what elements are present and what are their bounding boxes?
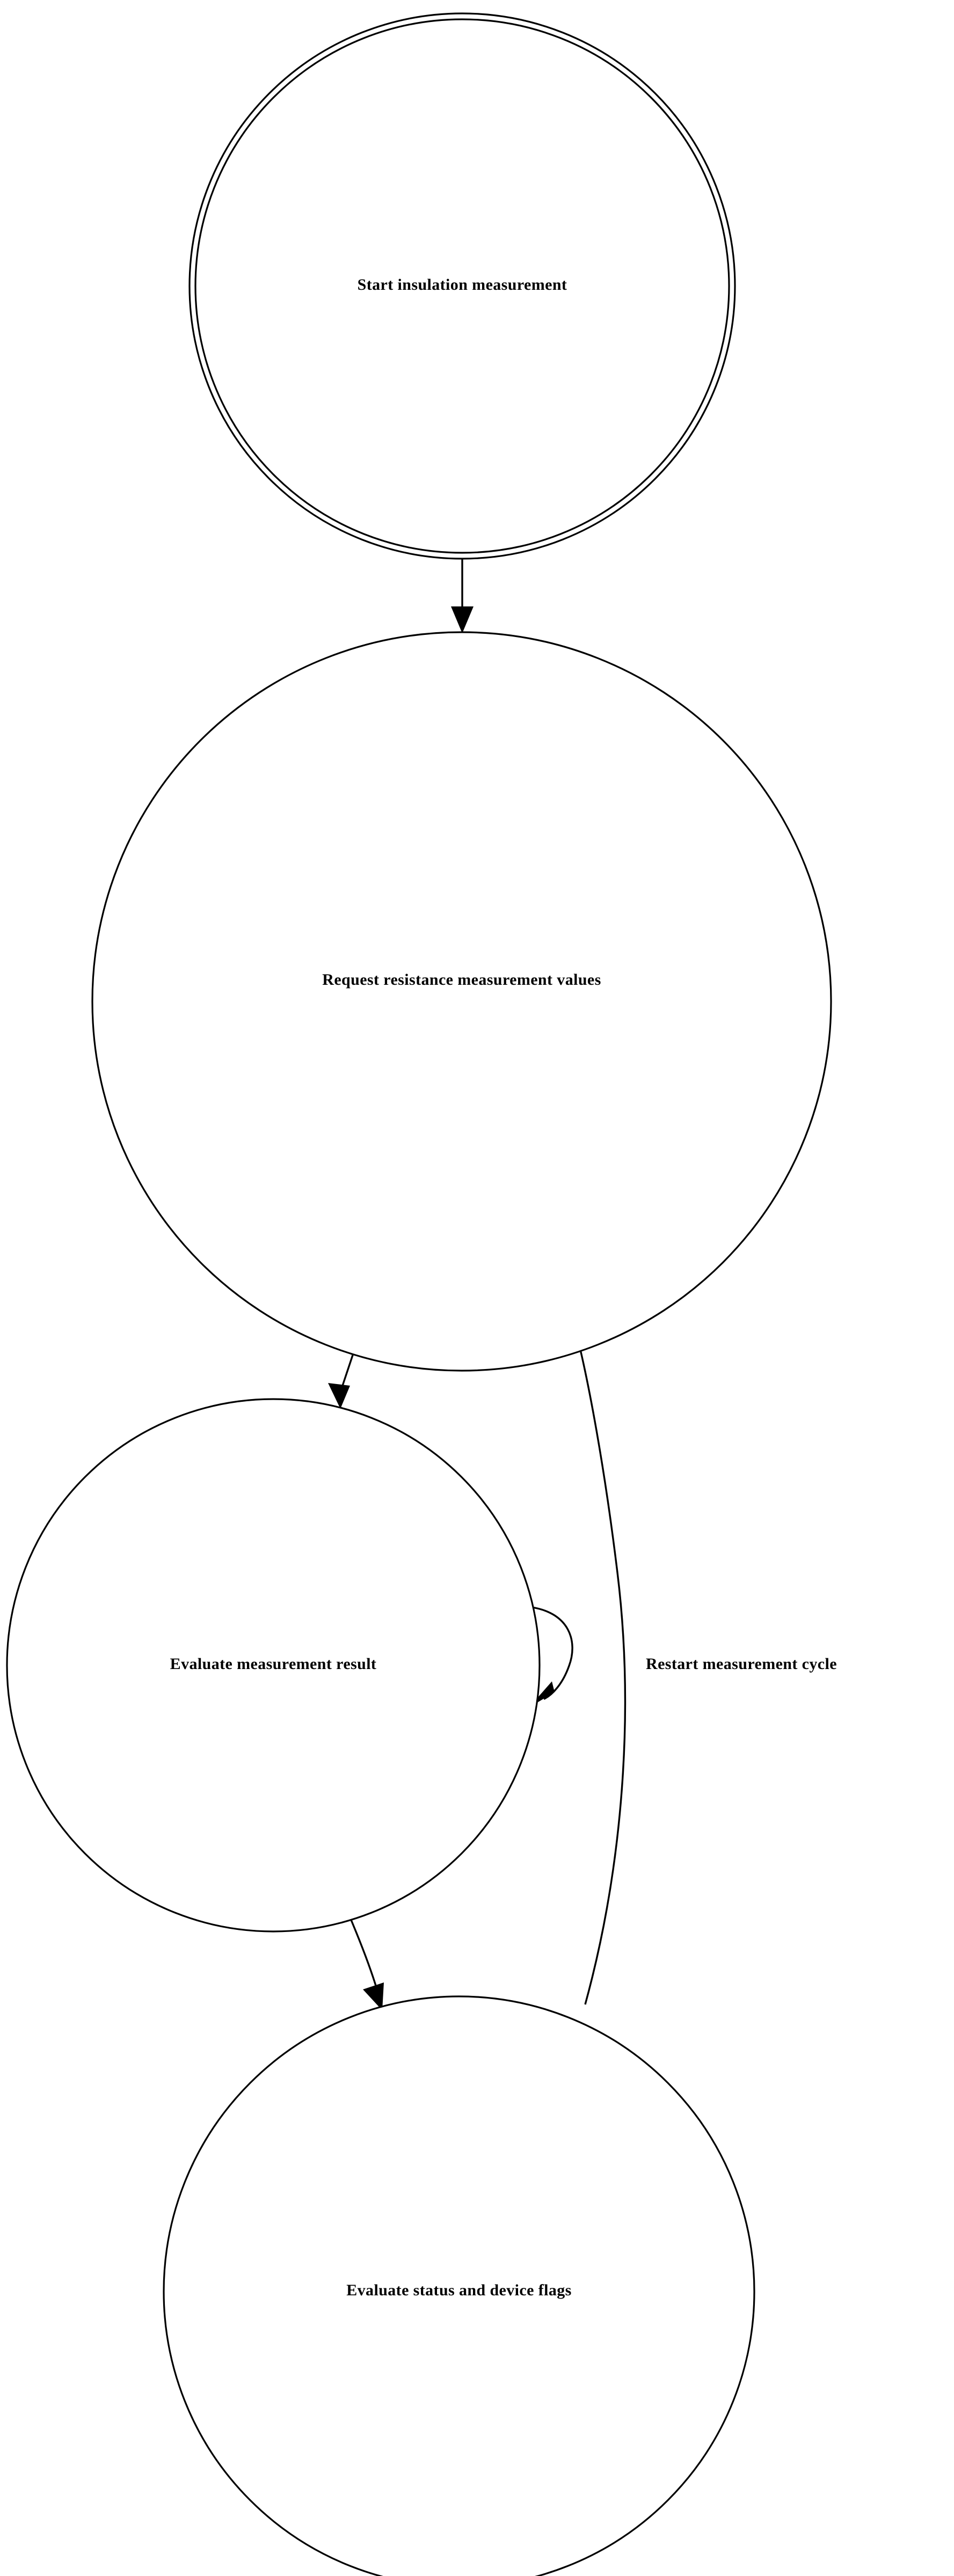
edge-status-flags-to-request-line [576, 1336, 627, 2005]
node-request-resistance-measurement-values[interactable]: Request resistance measurement values [91, 631, 832, 1372]
node-evaluate-status-and-device-flags[interactable]: Evaluate status and device flags [163, 1995, 755, 2576]
edge-start-to-request-arrowhead [451, 606, 474, 633]
node-start-insulation-measurement-outer-circle [188, 12, 736, 560]
edge-evaluate-result-to-status-flags-arrowhead [363, 1982, 384, 2010]
node-start-insulation-measurement-label: Start insulation measurement [358, 276, 567, 294]
edge-evaluate-result-to-status-flags-line [348, 1914, 377, 1986]
edge-status-flags-to-request: Restart measurement cycle [562, 1308, 837, 2005]
node-evaluate-measurement-result[interactable]: Evaluate measurement result [6, 1398, 541, 1933]
edge-start-to-request [451, 557, 474, 633]
node-start-insulation-measurement[interactable]: Start insulation measurement [188, 12, 736, 560]
node-evaluate-status-and-device-flags-label: Evaluate status and device flags [346, 2281, 571, 2299]
node-request-resistance-measurement-values-circle [91, 631, 832, 1372]
node-evaluate-status-and-device-flags-circle [163, 1995, 755, 2576]
node-evaluate-measurement-result-label: Evaluate measurement result [170, 1655, 377, 1673]
node-start-insulation-measurement-inner-circle [194, 18, 730, 554]
node-request-resistance-measurement-values-label: Request resistance measurement values [322, 971, 601, 989]
edge-evaluate-result-to-status-flags [348, 1914, 384, 2010]
edge-request-to-evaluate-result-arrowhead [328, 1383, 350, 1409]
node-evaluate-measurement-result-circle [6, 1398, 541, 1933]
edge-status-flags-to-request-label: Restart measurement cycle [646, 1655, 837, 1673]
